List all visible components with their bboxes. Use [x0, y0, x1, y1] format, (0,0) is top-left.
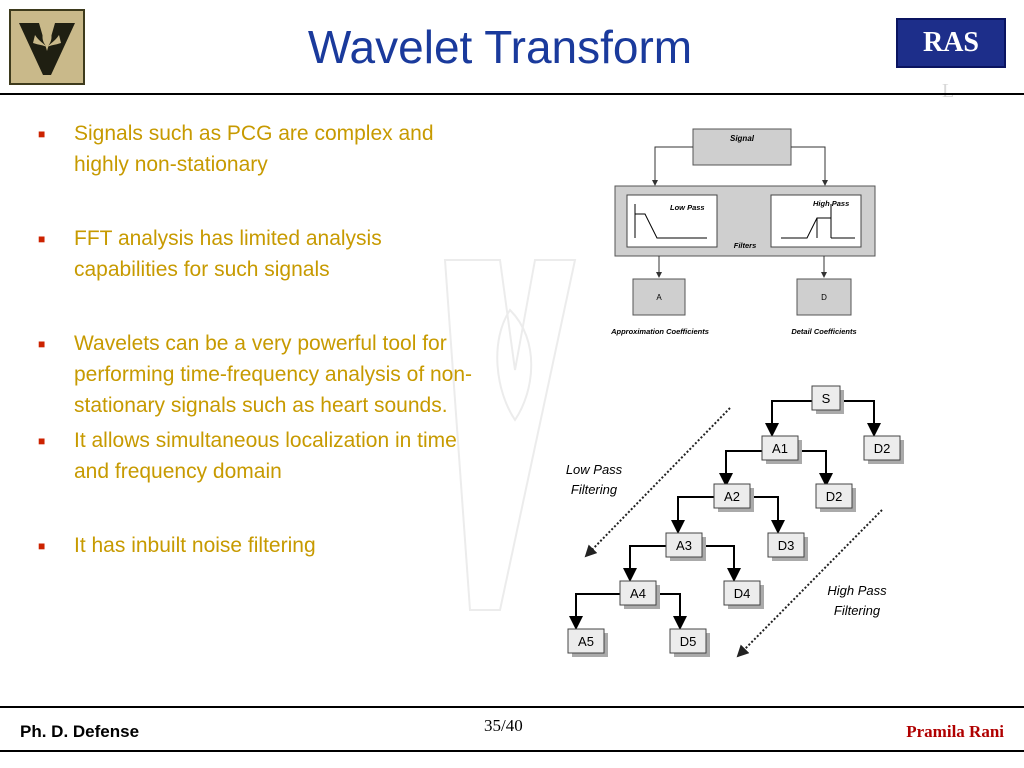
- wavelet-decomposition-tree: S A1 D2 A2 D2 A3 D3 A4 D4 A5 D5 Low Pass…: [566, 385, 904, 658]
- lab-badge-overflow: L: [942, 80, 955, 102]
- square-bullet-icon: ■: [38, 127, 46, 141]
- svg-text:A5: A5: [578, 634, 594, 649]
- svg-text:D2: D2: [826, 489, 843, 504]
- footer-rule-bottom: [0, 750, 1024, 752]
- svg-text:S: S: [822, 391, 831, 406]
- bullet-item: ■It allows simultaneous localization in …: [36, 425, 486, 487]
- tree-node: A4: [619, 580, 660, 609]
- signal-label: Signal: [730, 134, 755, 143]
- approx-box: [632, 278, 686, 316]
- university-logo: [9, 9, 85, 85]
- filters-label: Filters: [734, 241, 757, 250]
- detail-box: [796, 278, 852, 316]
- square-bullet-icon: ■: [38, 337, 46, 351]
- square-bullet-icon: ■: [38, 232, 46, 246]
- tree-node: D5: [669, 628, 710, 657]
- bullet-item: ■It has inbuilt noise filtering: [36, 530, 486, 561]
- svg-text:D3: D3: [778, 538, 795, 553]
- watermark-logo-icon: [443, 259, 577, 611]
- v-leaf-logo-icon: [19, 23, 75, 75]
- tree-node: D2: [815, 483, 856, 512]
- low-pass-filtering-label-2: Filtering: [571, 482, 618, 497]
- header-rule: [0, 93, 1024, 95]
- square-bullet-icon: ■: [38, 539, 46, 553]
- footer-rule-top: [0, 706, 1024, 708]
- filter-bank-diagram: Signal Low Pass High Pass Filters A D Ap…: [610, 128, 876, 336]
- tree-node: D2: [863, 435, 904, 464]
- svg-text:A3: A3: [676, 538, 692, 553]
- footer-presentation-title: Ph. D. Defense: [20, 722, 140, 741]
- svg-text:A1: A1: [772, 441, 788, 456]
- tree-node: A3: [665, 532, 706, 561]
- low-pass-label: Low Pass: [670, 203, 705, 212]
- low-pass-filtering-label: Low Pass: [566, 462, 623, 477]
- svg-text:D4: D4: [734, 586, 751, 601]
- bullet-list: ■Signals such as PCG are complex and hig…: [36, 118, 486, 561]
- detail-coefficients-label: Detail Coefficients: [791, 327, 856, 336]
- approx-coefficients-label: Approximation Coefficients: [610, 327, 709, 336]
- bullet-item: ■ Wavelets can be a very powerful tool f…: [36, 328, 486, 421]
- tree-node: D4: [723, 580, 764, 609]
- svg-text:A4: A4: [630, 586, 646, 601]
- tree-node: A2: [713, 483, 754, 512]
- high-pass-label: High Pass: [813, 199, 849, 208]
- svg-text:D2: D2: [874, 441, 891, 456]
- lab-badge: RAS: [896, 18, 1006, 68]
- page-number: 35/40: [484, 716, 523, 735]
- high-pass-filtering-label: High Pass: [827, 583, 887, 598]
- tree-node: A1: [761, 435, 802, 464]
- tree-node: S: [811, 385, 844, 414]
- low-pass-arrow-icon: [584, 407, 731, 558]
- svg-text:A2: A2: [724, 489, 740, 504]
- bullet-item: ■FFT analysis has limited analysis capab…: [36, 223, 486, 285]
- approx-box-label: A: [656, 293, 662, 302]
- svg-text:D5: D5: [680, 634, 697, 649]
- tree-node: A5: [567, 628, 608, 657]
- slide-title: Wavelet Transform: [307, 21, 693, 73]
- tree-node: D3: [767, 532, 808, 561]
- square-bullet-icon: ■: [38, 434, 46, 448]
- detail-box-label: D: [821, 293, 827, 302]
- footer-author: Pramila Rani: [906, 722, 1004, 741]
- bullet-item: ■Signals such as PCG are complex and hig…: [36, 118, 486, 180]
- high-pass-filtering-label-2: Filtering: [834, 603, 881, 618]
